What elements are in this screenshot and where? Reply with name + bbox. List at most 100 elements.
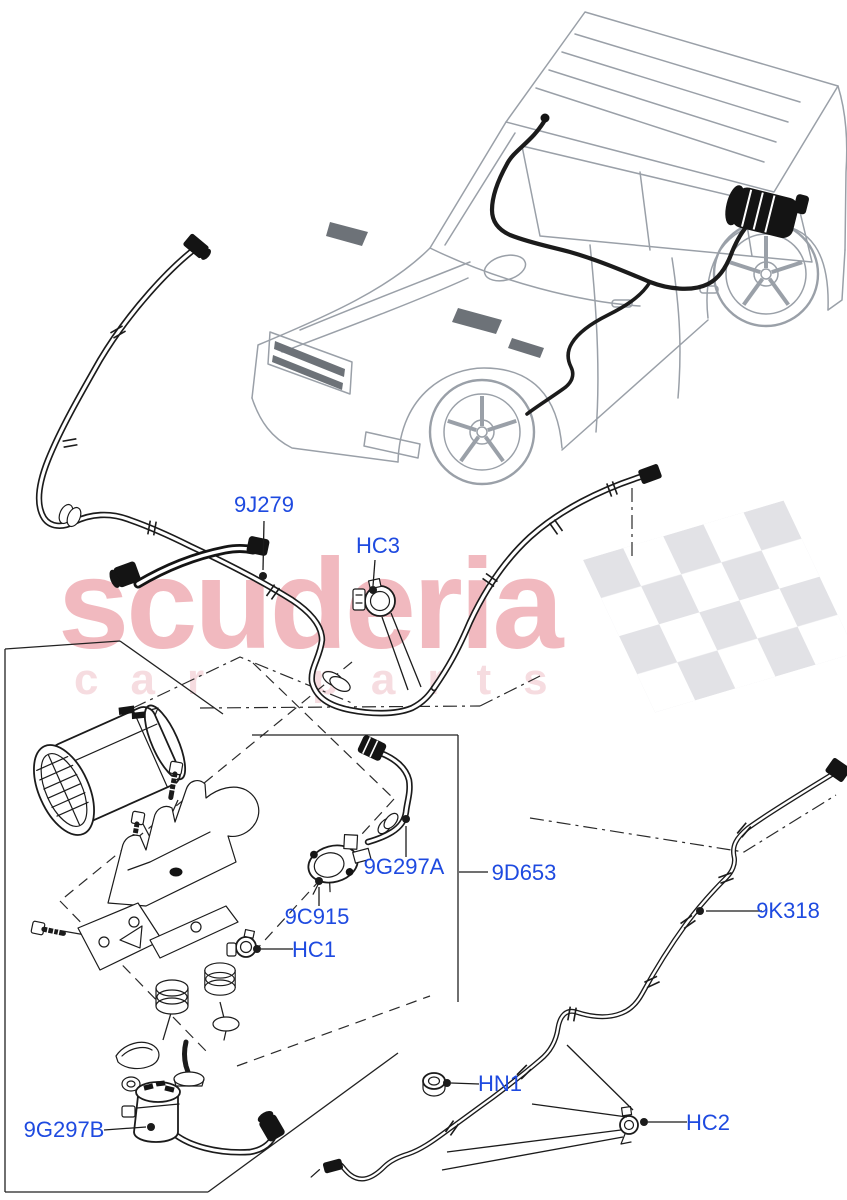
hose-clip-mark — [680, 914, 696, 930]
car-hood-line — [299, 261, 471, 331]
car-fuel-line-highlight — [489, 113, 810, 416]
car-side-windows — [521, 145, 813, 263]
pipe-tick-marks — [62, 325, 752, 1136]
part-label-HN1[interactable]: HN1 — [478, 1071, 522, 1096]
car-windshield — [429, 121, 641, 307]
car-grille-slat — [272, 355, 343, 390]
part-label-HC2[interactable]: HC2 — [686, 1110, 730, 1135]
hose-clip-mark — [644, 975, 660, 989]
hose-clip-mark — [265, 584, 281, 600]
hose-clip-mark — [482, 572, 498, 588]
label-dot-9G297A — [402, 815, 410, 823]
car-hood-vent — [452, 308, 502, 334]
label-dot-9G297B — [147, 1123, 155, 1131]
pointer-line — [531, 1103, 628, 1118]
pipe-9k318-inner — [332, 770, 838, 1181]
car-roof-rib — [548, 69, 777, 143]
label-dot-9C915 — [315, 877, 323, 885]
hose-clip-mark — [444, 1120, 460, 1136]
projection-line — [479, 675, 541, 707]
fuel-pipe-9k318 — [310, 757, 847, 1182]
car-door-line — [671, 257, 681, 399]
wheel-spoke — [487, 418, 517, 433]
hose-filler-branch-inner — [432, 475, 642, 690]
label-leader-HC3 — [372, 559, 376, 587]
wheel-spoke — [729, 260, 761, 275]
extra-leader-lines — [381, 612, 634, 1171]
label-dot-HC2 — [640, 1118, 648, 1126]
car-fog-lamp — [363, 431, 421, 459]
label-dot-HC3 — [369, 586, 377, 594]
car-grille-slat — [274, 341, 345, 377]
label-leader-9G297B — [103, 1126, 147, 1131]
part-label-9K318[interactable]: 9K318 — [756, 898, 820, 923]
washer — [212, 1016, 240, 1041]
hose-9j279-inner — [37, 246, 436, 715]
hose-clip-mark — [718, 872, 734, 884]
label-dot-9J279 — [259, 572, 267, 580]
wheel-spoke — [447, 418, 477, 433]
car-hood-line — [281, 277, 469, 353]
car-roof-rib — [561, 51, 789, 123]
hose-clip-mark — [736, 822, 752, 838]
part-label-9C915[interactable]: 9C915 — [285, 904, 350, 929]
car-tail-edge — [837, 85, 847, 251]
rubber-bushing — [204, 962, 236, 996]
car-front-bumper — [251, 397, 399, 463]
car-a-pillar — [444, 132, 516, 246]
hn1-nut — [422, 1072, 446, 1097]
right-assembly-box — [252, 734, 459, 1002]
hose-clip-mark — [606, 481, 618, 497]
car-roof-rib — [574, 33, 801, 103]
projection-line-dashed — [59, 661, 431, 1067]
hose-9j279-assembly — [35, 233, 662, 717]
part-label-9D653[interactable]: 9D653 — [492, 860, 557, 885]
hose-clip-mark — [548, 519, 564, 535]
pointer-line — [441, 1136, 624, 1171]
strap — [115, 1041, 160, 1070]
hose-grommet — [322, 671, 351, 692]
wheel-spokes — [447, 236, 803, 463]
part-label-9J279[interactable]: 9J279 — [234, 492, 294, 517]
car-roof-rib — [535, 87, 765, 163]
part-label-9G297A[interactable]: 9G297A — [364, 854, 445, 879]
label-dot-HN1 — [443, 1079, 451, 1087]
hose-clip-mark — [147, 520, 157, 536]
car-hood-vent — [326, 222, 368, 246]
strip-hole — [190, 921, 202, 933]
hose-clip-mark — [110, 325, 126, 339]
plate-notch — [119, 925, 143, 949]
purge-group-9d653 — [226, 735, 413, 958]
car-rear-lower — [827, 249, 846, 311]
projection-line — [529, 794, 837, 853]
canister-end-cap — [33, 744, 95, 836]
mounting-stud — [173, 1039, 205, 1087]
car-fender-vent — [508, 338, 544, 358]
label-leader-HN1 — [450, 1082, 480, 1085]
hose-clip-mark — [62, 438, 78, 448]
part-label-9G297B[interactable]: 9G297B — [24, 1117, 105, 1142]
bolt — [30, 920, 66, 936]
wheel-spoke — [771, 260, 803, 275]
pointer-line — [390, 612, 422, 688]
y-branch-connector — [109, 561, 141, 588]
pipe-9k318-path — [331, 769, 839, 1182]
pump-9g297b — [121, 1080, 285, 1156]
pipe-9k318-end-fitting — [310, 1158, 344, 1178]
grommet-nut — [121, 1076, 141, 1092]
car-door-line — [589, 244, 599, 433]
plate-hole — [98, 936, 110, 948]
plate-hole — [128, 916, 140, 928]
part-label-HC3[interactable]: HC3 — [356, 533, 400, 558]
car-door-handle — [699, 285, 719, 294]
part-label-HC1[interactable]: HC1 — [292, 937, 336, 962]
canister-assembly — [30, 704, 285, 1156]
car-b-pillar — [639, 171, 651, 251]
car-canister-in-situ — [725, 185, 810, 239]
watermark-sub-left: car — [74, 655, 236, 704]
label-dot-9K318 — [696, 907, 704, 915]
left-assembly-box — [4, 640, 399, 1193]
hose-clip-mark — [516, 1064, 532, 1080]
